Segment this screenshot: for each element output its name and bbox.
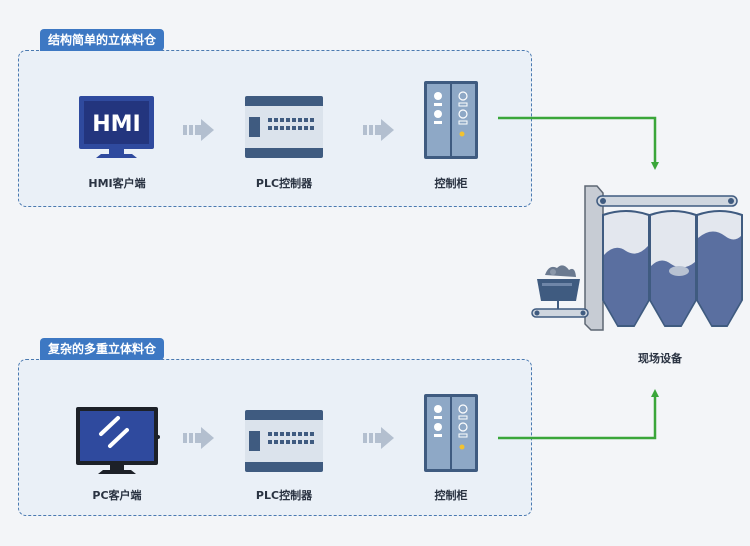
flow-arrow-icon: [183, 119, 214, 141]
hmi-client-label: HMI客户端: [88, 177, 146, 190]
complex-warehouse-title: 复杂的多重立体料仓: [40, 338, 165, 360]
flow-arrow-icon: [183, 427, 214, 449]
simple-warehouse-title: 结构简单的立体料仓: [40, 29, 165, 51]
control-cabinet-label-top: 控制柜: [434, 177, 468, 190]
flow-arrow-icon: [363, 119, 394, 141]
plc-controller-icon: [245, 96, 323, 158]
flow-arrow-icon: [363, 427, 394, 449]
hmi-screen-text: HMI: [92, 112, 141, 137]
pc-client-label: PC客户端: [92, 489, 142, 502]
control-cabinet-label-bottom: 控制柜: [434, 489, 468, 502]
plc-controller-label-top: PLC控制器: [255, 177, 313, 190]
plc-controller-icon: [245, 410, 323, 472]
pc-monitor-icon: [76, 407, 160, 474]
control-cabinet-icon: [424, 81, 478, 159]
field-equipment-label: 现场设备: [638, 352, 682, 365]
plc-controller-label-bottom: PLC控制器: [255, 489, 313, 502]
bottom-connector-line: [498, 389, 659, 440]
field-equipment-icon: [531, 185, 743, 331]
hmi-monitor-icon: HMI: [79, 96, 154, 158]
control-cabinet-icon: [424, 394, 478, 472]
top-connector-line: [498, 116, 659, 170]
